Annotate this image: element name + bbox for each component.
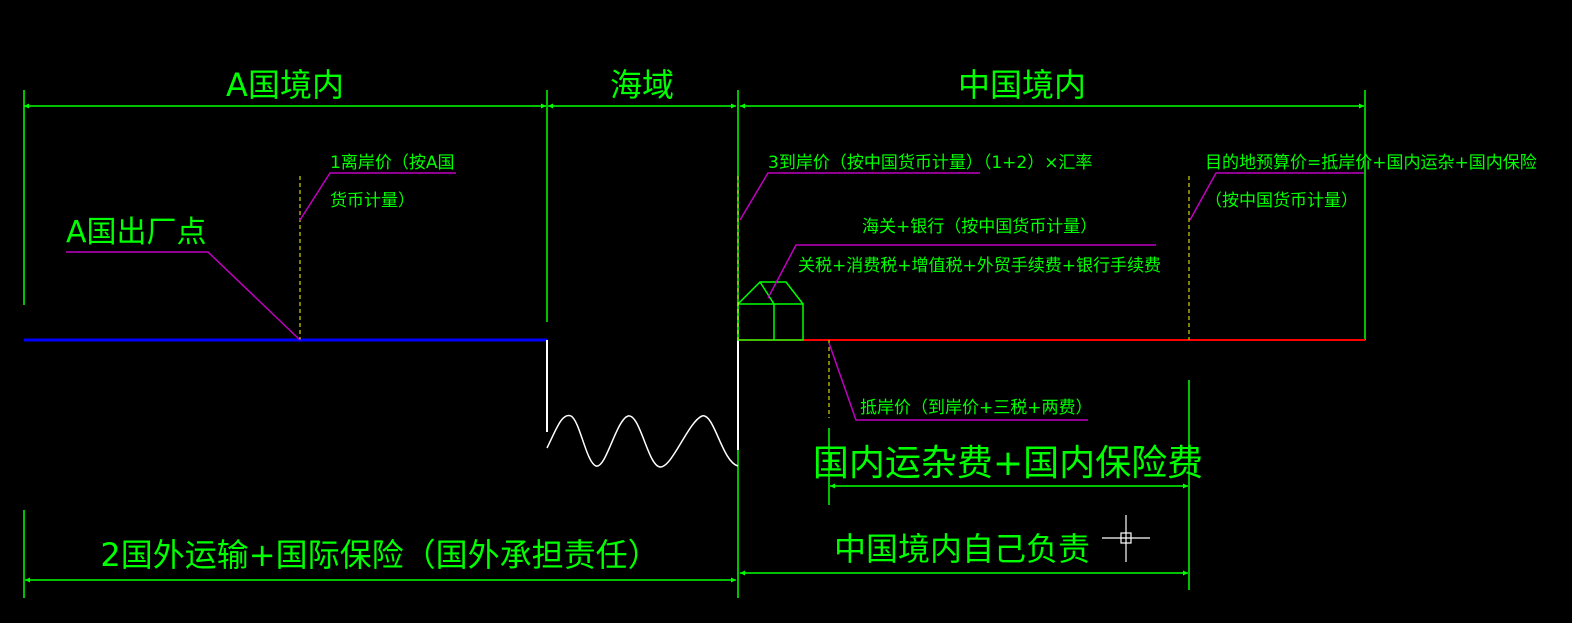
region-label-country-a: A国境内 bbox=[226, 66, 344, 104]
leader-factory-point bbox=[66, 251, 301, 341]
leader-fob bbox=[299, 172, 456, 221]
sea-wave bbox=[546, 414, 739, 468]
label-factory-point: A国出厂点 bbox=[66, 215, 207, 250]
customs-house-icon bbox=[737, 281, 804, 341]
region-label-china: 中国境内 bbox=[958, 66, 1086, 104]
leader-cif bbox=[739, 172, 980, 221]
label-destination-line1: 目的地预算价=抵岸价+国内运杂+国内保险 bbox=[1205, 153, 1537, 173]
span-label-foreign-transport: 2国外运输+国际保险（国外承担责任） bbox=[100, 536, 659, 574]
region-label-sea: 海域 bbox=[610, 66, 674, 104]
label-taxes-fees: 关税+消费税+增值税+外贸手续费+银行手续费 bbox=[798, 256, 1161, 276]
label-fob-line2: 货币计量） bbox=[330, 191, 415, 211]
label-cif: 3到岸价（按中国货币计量）（1+2）×汇率 bbox=[768, 153, 1092, 173]
label-landed-price: 抵岸价（到岸价+三税+两费） bbox=[860, 398, 1093, 418]
leader-landed bbox=[828, 342, 1088, 421]
span-label-domestic-costs: 国内运杂费+国内保险费 bbox=[813, 443, 1203, 484]
span-label-china-responsibility: 中国境内自己负责 bbox=[834, 530, 1090, 568]
label-destination-line2: （按中国货币计量） bbox=[1205, 191, 1358, 211]
label-fob-line1: 1离岸价（按A国 bbox=[330, 153, 454, 173]
leader-destination bbox=[1189, 172, 1364, 221]
leader-customs bbox=[767, 244, 1156, 299]
label-customs-bank: 海关+银行（按中国货币计量） bbox=[862, 217, 1097, 237]
crosshair-cursor-icon bbox=[1102, 515, 1150, 562]
